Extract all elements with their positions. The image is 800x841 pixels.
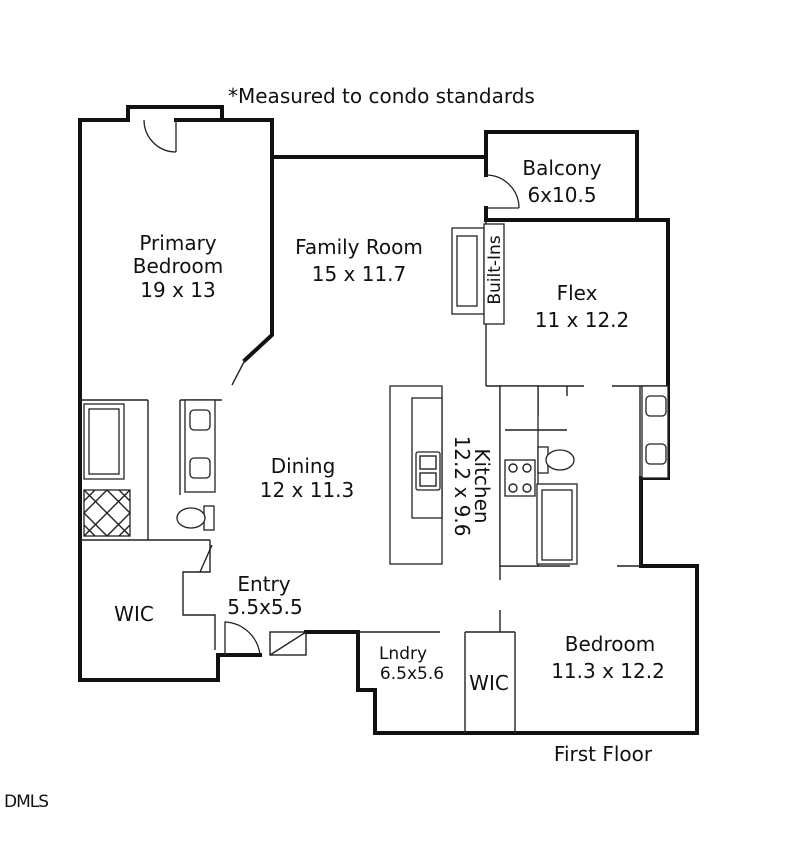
- sink-icon: [645, 443, 667, 465]
- entry-name: Entry: [237, 572, 290, 596]
- kitchen-name: Kitchen: [470, 448, 494, 523]
- fixtures: [83, 223, 669, 567]
- sink-icon: [415, 451, 441, 491]
- toilet-icon: [537, 446, 575, 474]
- laundry-name: Lndry: [379, 644, 427, 664]
- door-icon: [143, 119, 177, 153]
- sink-icon: [189, 409, 211, 431]
- primary-bedroom-name-2: Bedroom: [133, 254, 223, 278]
- bedroom-name: Bedroom: [565, 632, 655, 656]
- measurement-note: *Measured to condo standards: [228, 84, 535, 108]
- room-labels: Balcony 6x10.5 Primary Bedroom 19 x 13 F…: [114, 156, 665, 695]
- floor-label: First Floor: [554, 742, 653, 766]
- doors: [143, 119, 520, 656]
- toilet-icon: [176, 505, 215, 531]
- family-room-dims: 15 x 11.7: [312, 262, 407, 286]
- dmls-watermark: DMLS: [4, 792, 48, 812]
- flex-name: Flex: [557, 281, 598, 305]
- wic-right-name: WIC: [469, 671, 509, 695]
- laundry-dims: 6.5x5.6: [380, 664, 444, 684]
- door-icon: [224, 621, 261, 656]
- primary-bedroom-dims: 19 x 13: [140, 278, 215, 302]
- bedroom-dims: 11.3 x 12.2: [551, 659, 665, 683]
- balcony-dims: 6x10.5: [527, 183, 596, 207]
- family-room-name: Family Room: [295, 235, 423, 259]
- primary-bedroom-name-1: Primary: [139, 231, 216, 255]
- kitchen-dims: 12.2 x 9.6: [450, 436, 474, 537]
- balcony-name: Balcony: [522, 156, 601, 180]
- sink-icon: [189, 457, 211, 479]
- wic-left-name: WIC: [114, 602, 154, 626]
- dining-dims: 12 x 11.3: [260, 478, 355, 502]
- door-icon: [485, 174, 520, 209]
- dining-name: Dining: [271, 454, 336, 478]
- builtins-label: Built-Ins: [485, 235, 505, 304]
- flex-dims: 11 x 12.2: [535, 308, 630, 332]
- entry-dims: 5.5x5.5: [227, 595, 302, 619]
- sink-icon: [645, 395, 667, 417]
